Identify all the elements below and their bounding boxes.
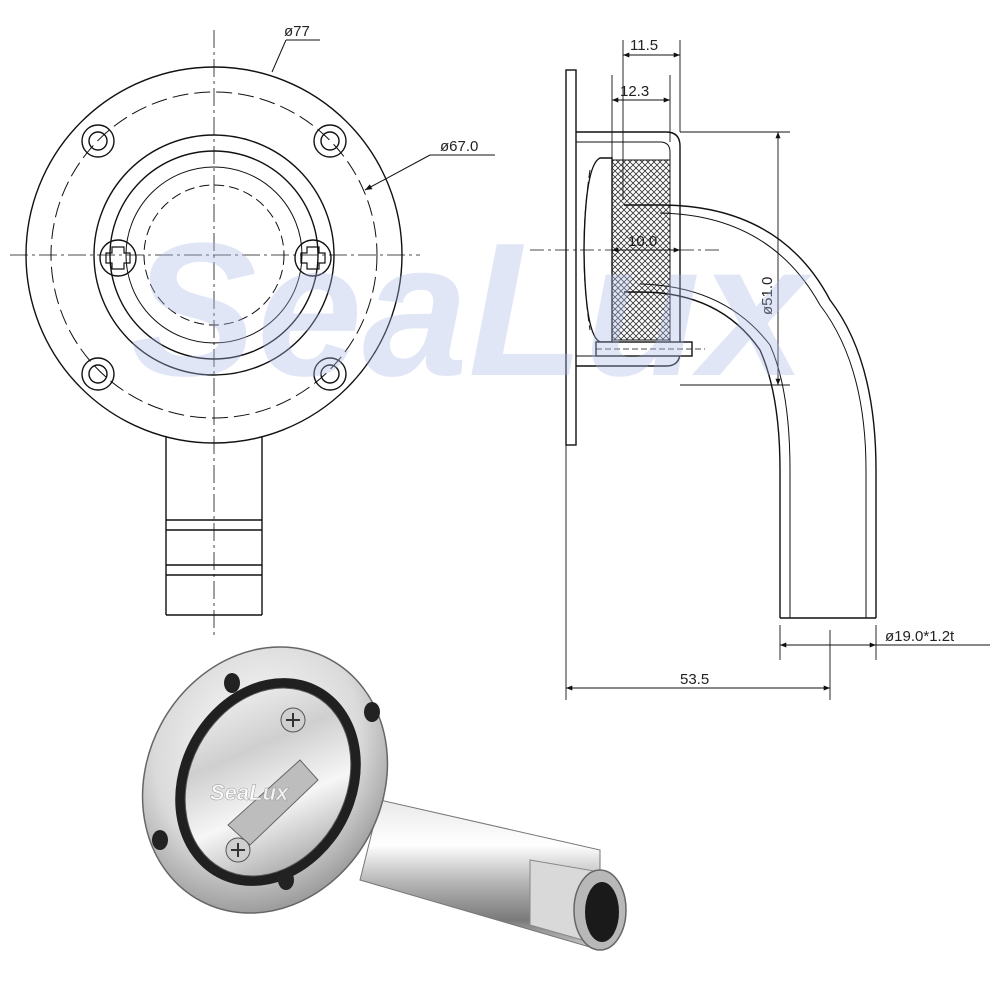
product-photo: SeaLux	[141, 646, 627, 951]
dim-bolt-circle: ø67.0	[440, 138, 478, 155]
side-dimension-lines	[565, 40, 990, 700]
dim-outer-diameter: ø77	[284, 23, 310, 40]
photo-hole-3	[152, 830, 168, 850]
bolt-hole-bottom-right	[313, 357, 347, 391]
dim-cap-depth: 12.3	[620, 83, 649, 100]
flange-outer-circle	[25, 66, 403, 444]
dim-tube: ø19.0*1.2t	[885, 628, 955, 645]
leader-bolt-circle	[364, 154, 431, 191]
front-outlet-tube	[165, 436, 263, 616]
bolt-circle	[50, 91, 378, 419]
front-view	[10, 30, 495, 635]
screw-right	[294, 239, 332, 277]
watermark-logo: SeaLux	[130, 204, 813, 416]
inner-ring-inner	[109, 150, 319, 360]
leader-outer-diameter	[271, 39, 287, 73]
photo-hole-1	[224, 673, 240, 693]
bolt-hole-top-left	[81, 124, 115, 158]
photo-hole-4	[278, 870, 294, 890]
photo-hole-2	[364, 702, 380, 722]
photo-handle	[227, 759, 319, 846]
side-view	[530, 40, 990, 700]
cap-circle	[125, 166, 303, 344]
side-elbow-inner	[624, 291, 781, 618]
screw-left	[99, 239, 137, 277]
cap-hidden-circle	[143, 184, 285, 326]
bolt-hole-top-right	[313, 124, 347, 158]
photo-cap	[184, 687, 352, 877]
side-housing	[576, 131, 681, 367]
photo-screw-top	[280, 707, 306, 733]
photo-screw-bottom	[225, 837, 251, 863]
bolt-hole-bottom-left	[81, 357, 115, 391]
photo-brand-label: SeaLux	[210, 780, 289, 805]
dim-inner-offset: 10.0	[628, 233, 657, 250]
side-elbow-outer	[624, 204, 877, 618]
inner-ring-outer	[93, 134, 335, 376]
dim-height: ø51.0	[759, 277, 776, 315]
dim-flange-depth: 11.5	[630, 37, 658, 54]
side-flange-plate	[565, 69, 577, 446]
dim-length: 53.5	[680, 671, 709, 688]
